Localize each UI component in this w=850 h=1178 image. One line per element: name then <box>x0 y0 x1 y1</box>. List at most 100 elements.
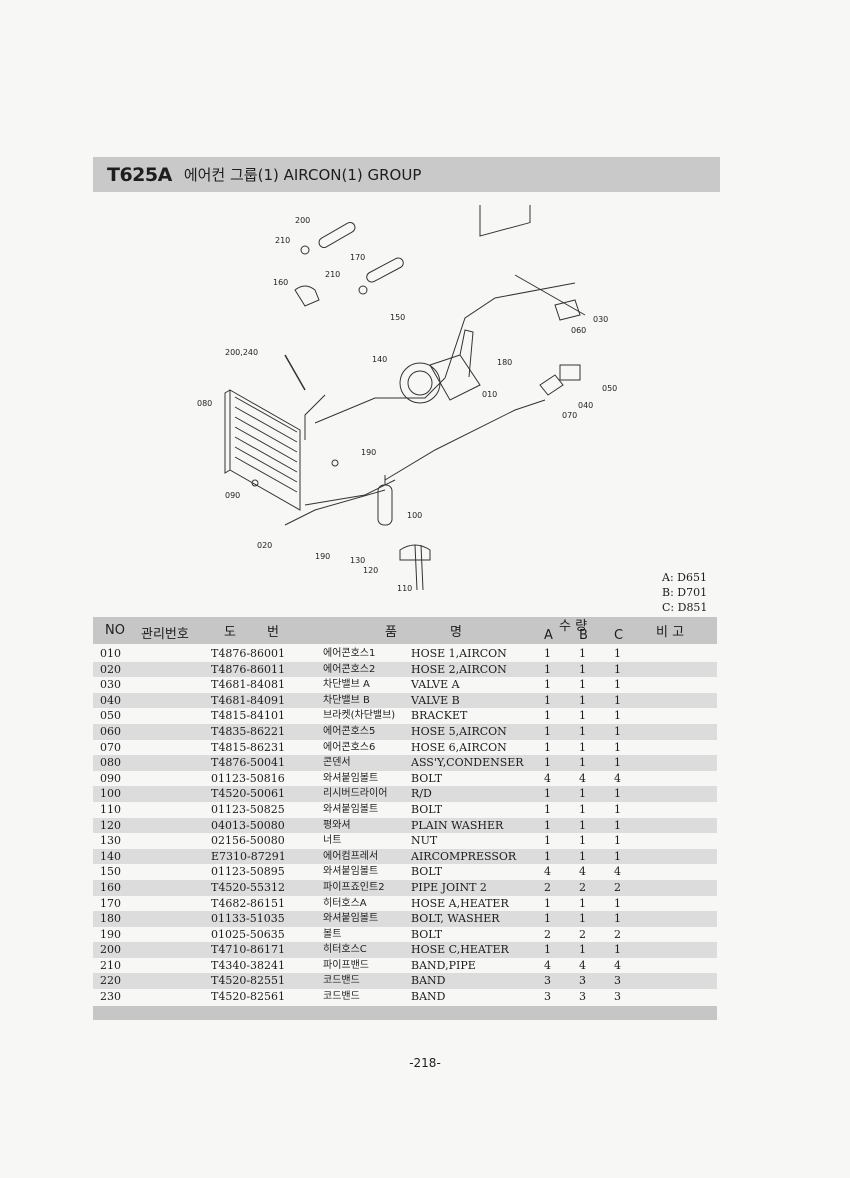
variant-b: B: D701 <box>662 586 708 599</box>
callout-label: 040 <box>578 401 593 410</box>
cell-b: 4 <box>579 771 586 785</box>
section-code: T625A <box>107 163 172 186</box>
callout-label: 210 <box>275 236 290 245</box>
cell-ko: 에어컴프레서 <box>323 850 379 862</box>
cell-a: 1 <box>544 849 551 863</box>
cell-c: 1 <box>614 678 621 692</box>
cell-c: 1 <box>614 787 621 801</box>
cell-en: PIPE JOINT 2 <box>411 880 487 894</box>
cell-en: AIRCOMPRESSOR <box>411 849 517 863</box>
cell-a: 1 <box>544 662 551 676</box>
cell-no: 200 <box>100 943 121 957</box>
callout-label: 130 <box>350 556 365 565</box>
cell-b: 1 <box>579 678 586 692</box>
callout-label: 030 <box>593 315 608 324</box>
cell-b: 4 <box>579 865 586 879</box>
callout-label: 010 <box>482 390 497 399</box>
cell-en: NUT <box>411 834 438 848</box>
cell-en: BAND <box>411 974 446 988</box>
cell-ko: 와셔붙임볼트 <box>323 803 379 815</box>
callout-label: 120 <box>363 566 378 575</box>
cell-c: 2 <box>614 927 621 941</box>
cell-b: 1 <box>579 740 586 754</box>
cell-a: 1 <box>544 787 551 801</box>
cell-b: 3 <box>579 990 586 1004</box>
cell-ko: 리시버드라이어 <box>323 788 388 800</box>
cell-a: 1 <box>544 834 551 848</box>
cell-a: 2 <box>544 880 551 894</box>
cell-en: BRACKET <box>411 709 468 723</box>
callout-label: 190 <box>361 448 376 457</box>
cell-part: T4520-55312 <box>211 880 286 894</box>
cell-c: 1 <box>614 756 621 770</box>
cell-part: T4835-86221 <box>211 724 286 738</box>
cell-en: BOLT <box>411 927 443 941</box>
header-remarks: 비 고 <box>656 625 685 640</box>
cell-no: 120 <box>100 818 121 832</box>
cell-ko: 파이프밴드 <box>323 959 369 971</box>
cell-b: 2 <box>579 927 586 941</box>
cell-part: 01133-51035 <box>211 912 285 926</box>
cell-ko: 파이프죠인트2 <box>323 881 385 893</box>
callout-label: 210 <box>325 270 340 279</box>
header-drawing-1: 도 <box>224 625 236 640</box>
cell-en: BOLT <box>411 865 443 879</box>
cell-a: 1 <box>544 678 551 692</box>
callout-label: 050 <box>602 384 617 393</box>
cell-c: 4 <box>614 865 621 879</box>
cell-a: 1 <box>544 647 551 660</box>
section-title: 에어컨 그룹(1) AIRCON(1) GROUP <box>183 166 422 184</box>
cell-no: 150 <box>100 865 121 879</box>
header-b: B <box>579 628 588 643</box>
cell-a: 1 <box>544 724 551 738</box>
cell-part: E7310-87291 <box>211 849 286 863</box>
cell-a: 1 <box>544 802 551 816</box>
callout-label: 080 <box>197 399 212 408</box>
cell-part: T4520-82561 <box>211 990 286 1004</box>
cell-ko: 볼트 <box>323 928 342 940</box>
cell-no: 060 <box>100 724 121 738</box>
header-a: A <box>544 628 553 643</box>
callout-label: 200 <box>295 216 310 225</box>
cell-c: 1 <box>614 818 621 832</box>
cell-ko: 차단밸브 B <box>323 694 370 706</box>
cell-a: 1 <box>544 896 551 910</box>
cell-no: 020 <box>100 662 121 676</box>
cell-a: 1 <box>544 943 551 957</box>
cell-b: 1 <box>579 818 586 832</box>
cell-en: HOSE A,HEATER <box>411 896 509 910</box>
cell-part: T4682-86151 <box>211 896 286 910</box>
cell-en: ASS'Y,CONDENSER <box>411 756 524 770</box>
cell-b: 1 <box>579 802 586 816</box>
cell-a: 1 <box>544 818 551 832</box>
cell-part: T4815-84101 <box>211 709 286 723</box>
cell-a: 1 <box>544 709 551 723</box>
cell-part: 01025-50635 <box>211 927 285 941</box>
callout-label: 140 <box>372 355 387 364</box>
cell-c: 2 <box>614 880 621 894</box>
cell-c: 1 <box>614 709 621 723</box>
callout-label: 060 <box>571 326 586 335</box>
cell-c: 3 <box>614 990 621 1004</box>
cell-part: T4710-86171 <box>211 943 286 957</box>
cell-a: 3 <box>544 990 551 1004</box>
section-title-bar: T625A 에어컨 그룹(1) AIRCON(1) GROUP <box>93 157 720 192</box>
cell-part: T4520-50061 <box>211 787 286 801</box>
cell-ko: 히터호스A <box>323 897 367 909</box>
page-number: -218- <box>409 1056 441 1070</box>
cell-part: T4681-84091 <box>211 693 286 707</box>
cell-part: 01123-50825 <box>211 802 285 816</box>
variant-a: A: D651 <box>662 571 707 584</box>
cell-ko: 에어콘호스6 <box>323 741 376 753</box>
